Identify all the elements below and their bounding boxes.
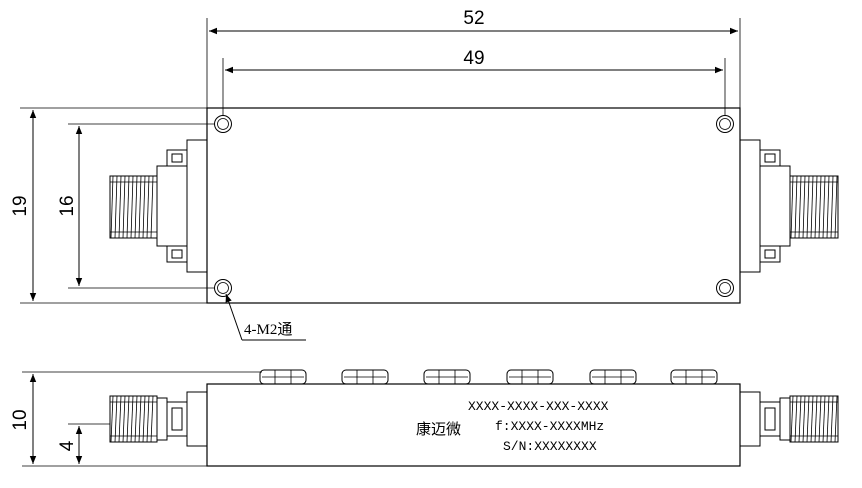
right-sma-connector-side (739, 391, 839, 447)
tuning-screw-nut (423, 369, 471, 385)
dimension-19-label: 19 (10, 195, 31, 216)
side-view: 10 4 XXXX-XXXX-XXX-XXXX 康迈微 f:XXXX-XXXXM… (10, 369, 839, 467)
serial-number: S/N:XXXXXXXX (503, 439, 597, 454)
dimension-52-label: 52 (463, 8, 484, 29)
tuning-screw-nut (259, 369, 307, 385)
thread-lines (110, 395, 157, 443)
thread-lines (790, 175, 838, 239)
dimension-side-height: 10 (10, 371, 262, 467)
dimension-16-label: 16 (57, 195, 78, 216)
dimension-hole-spacing-length: 49 (222, 48, 726, 116)
left-sma-connector-top (109, 139, 208, 273)
dimension-connector-offset: 4 (57, 423, 110, 464)
product-label: XXXX-XXXX-XXX-XXXX 康迈微 f:XXXX-XXXXMHz S/… (416, 399, 609, 454)
mounting-hole (716, 279, 734, 297)
right-sma-connector-top (739, 139, 839, 273)
left-sma-connector-side (109, 391, 208, 447)
housing-top-view (206, 107, 741, 304)
model-number: XXXX-XXXX-XXX-XXXX (468, 399, 609, 414)
frequency-range: f:XXXX-XXXXMHz (495, 419, 604, 434)
tuning-screw-nut (670, 369, 718, 385)
tuning-screw-nut (341, 369, 389, 385)
tuning-screw-nut (506, 369, 554, 385)
dimension-overall-height: 19 (10, 107, 207, 304)
brand-name: 康迈微 (416, 420, 461, 438)
tuning-nuts (259, 369, 718, 385)
thread-lines (110, 175, 157, 239)
thread-lines (790, 395, 838, 443)
dimension-4-label: 4 (57, 440, 78, 451)
hole-callout-label: 4-M2通 (244, 321, 292, 338)
dimension-hole-spacing-height: 16 (57, 123, 215, 289)
housing-side-view (206, 383, 741, 467)
hole-callout: 4-M2通 (225, 293, 306, 341)
dimension-49-label: 49 (463, 48, 484, 69)
tuning-screw-nut (589, 369, 637, 385)
dimension-10-label: 10 (10, 409, 31, 430)
dimension-overall-length: 52 (206, 8, 741, 108)
top-view: 52 49 19 16 4-M2通 (10, 8, 839, 341)
